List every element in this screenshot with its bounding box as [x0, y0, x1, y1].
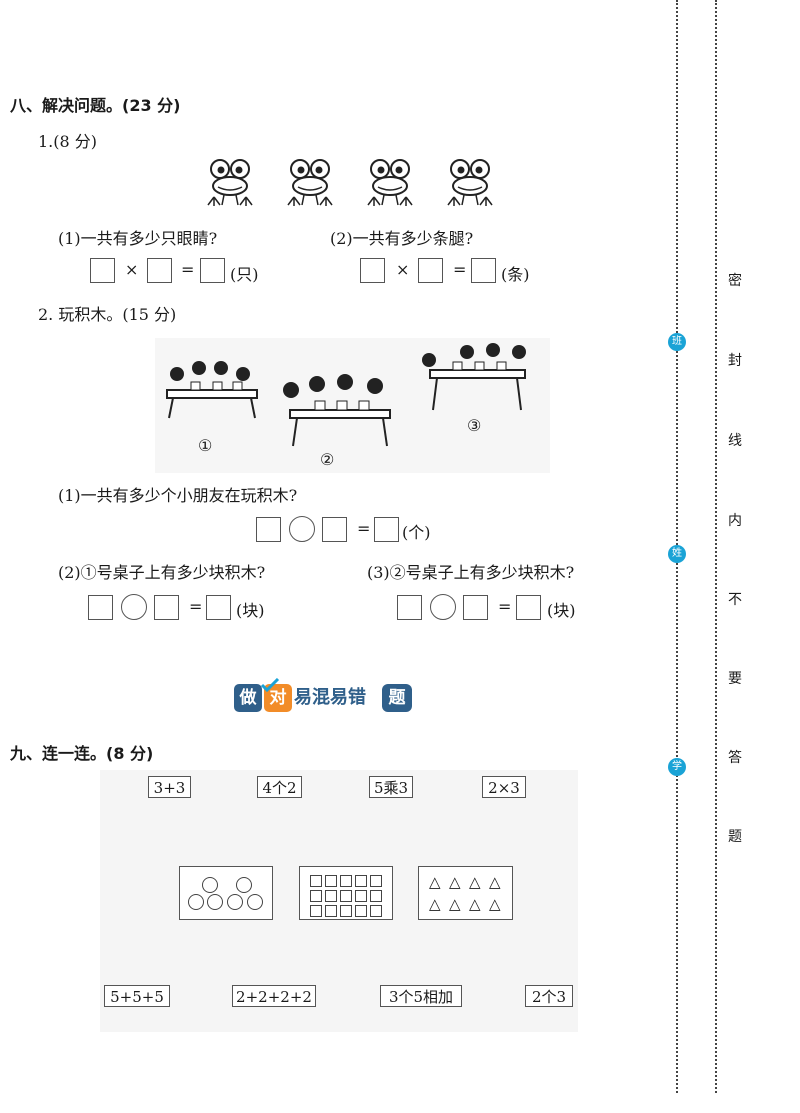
error-prone-banner: 做 对 易混易错 题 [232, 678, 418, 716]
circle-shape [247, 894, 263, 910]
answer-box[interactable] [374, 517, 399, 542]
frog-icon [207, 159, 253, 206]
expression-card[interactable]: 3个5相加 [380, 985, 462, 1007]
answer-box[interactable] [88, 595, 113, 620]
q1-sub2-text: (2)一共有多少条腿? [330, 229, 474, 248]
seal-char: 密 [728, 273, 742, 289]
answer-box[interactable] [256, 517, 281, 542]
banner-tile: 做 [234, 684, 262, 712]
checkmark-icon [260, 678, 280, 692]
expression-card[interactable]: 2×3 [482, 776, 526, 798]
seal-char: 内 [728, 513, 742, 529]
equals-sign: = [498, 597, 512, 616]
unit-label: (只) [230, 265, 259, 284]
name-marker-dot: 姓 [668, 545, 686, 563]
question-2-label: 2. 玩积木。(15 分) [38, 305, 177, 324]
triangle-shape: △ [449, 873, 461, 891]
seal-char: 题 [728, 829, 742, 845]
seal-line-right [715, 0, 717, 1093]
frog-icon [287, 159, 333, 207]
expression-card[interactable]: 5+5+5 [104, 985, 170, 1007]
unit-label: (块) [236, 601, 265, 620]
q2-sub1-text: (1)一共有多少个小朋友在玩积木? [58, 486, 298, 505]
triangle-shape: △ [489, 873, 501, 891]
table-marker-3: ③ [467, 416, 482, 435]
answer-box[interactable] [200, 258, 225, 283]
expression-card[interactable]: 4个2 [257, 776, 302, 798]
seal-char: 答 [728, 750, 742, 766]
times-sign: × [125, 260, 139, 279]
seal-char: 要 [728, 671, 742, 687]
circle-shape [207, 894, 223, 910]
circle-shape [236, 877, 252, 893]
answer-box[interactable] [463, 595, 488, 620]
table-marker-2: ② [320, 450, 335, 469]
answer-box[interactable] [397, 595, 422, 620]
children-playing-blocks-illustration [155, 338, 550, 473]
answer-box[interactable] [471, 258, 496, 283]
expression-card[interactable]: 2+2+2+2 [232, 985, 316, 1007]
banner-tile: 题 [382, 684, 412, 712]
q1-sub1-text: (1)一共有多少只眼睛? [58, 229, 218, 248]
table-3 [422, 343, 526, 411]
frog-icon [447, 159, 493, 207]
table-marker-1: ① [198, 436, 213, 455]
answer-box[interactable] [90, 258, 115, 283]
class-marker-dot: 班 [668, 333, 686, 351]
answer-box[interactable] [147, 258, 172, 283]
triangle-shape: △ [489, 895, 501, 913]
times-sign: × [396, 260, 410, 279]
answer-box[interactable] [322, 517, 347, 542]
circles-picture[interactable] [179, 866, 273, 920]
q2-sub2-text: (2)①号桌子上有多少块积木? [58, 563, 266, 582]
expression-card[interactable]: 3+3 [148, 776, 191, 798]
banner-text: 易混易错 [294, 687, 366, 708]
expression-card[interactable]: 2个3 [525, 985, 573, 1007]
seal-char: 不 [728, 592, 742, 608]
unit-label: (条) [501, 265, 530, 284]
operator-circle[interactable] [121, 594, 147, 620]
answer-box[interactable] [360, 258, 385, 283]
triangles-picture[interactable]: △ △ △ △ △ △ △ △ [418, 866, 513, 920]
frogs-illustration [207, 159, 493, 207]
circle-shape [227, 894, 243, 910]
operator-circle[interactable] [430, 594, 456, 620]
seal-char: 线 [728, 433, 742, 449]
answer-box[interactable] [206, 595, 231, 620]
equals-sign: = [357, 519, 371, 538]
answer-box[interactable] [154, 595, 179, 620]
section-9-title: 九、连一连。(8 分) [10, 744, 154, 763]
triangle-shape: △ [429, 873, 441, 891]
unit-label: (个) [402, 523, 431, 542]
expression-card[interactable]: 5乘3 [369, 776, 413, 798]
triangle-shape: △ [429, 895, 441, 913]
table-1 [166, 361, 258, 419]
seal-char: 封 [728, 353, 742, 369]
frog-icon [367, 159, 413, 207]
table-2 [283, 374, 391, 447]
unit-label: (块) [547, 601, 576, 620]
equals-sign: = [189, 597, 203, 616]
squares-picture[interactable] [299, 866, 393, 920]
operator-circle[interactable] [289, 516, 315, 542]
answer-box[interactable] [516, 595, 541, 620]
circle-shape [202, 877, 218, 893]
triangle-shape: △ [449, 895, 461, 913]
answer-box[interactable] [418, 258, 443, 283]
circle-shape [188, 894, 204, 910]
triangle-shape: △ [469, 895, 481, 913]
triangle-shape: △ [469, 873, 481, 891]
section-8-title: 八、解决问题。(23 分) [10, 96, 181, 115]
q2-sub3-text: (3)②号桌子上有多少块积木? [367, 563, 575, 582]
equals-sign: = [453, 260, 467, 279]
question-1-label: 1.(8 分) [38, 132, 98, 151]
equals-sign: = [181, 260, 195, 279]
id-marker-dot: 学 [668, 758, 686, 776]
